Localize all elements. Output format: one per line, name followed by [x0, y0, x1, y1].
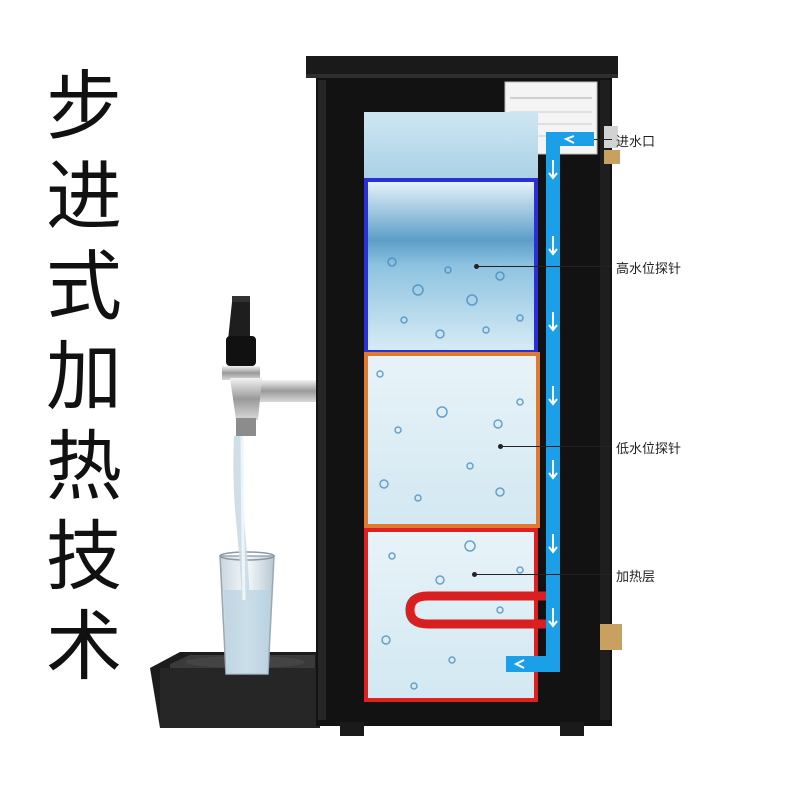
low-probe-label: 低水位探针 — [616, 442, 682, 457]
heating-layer-box — [364, 528, 538, 702]
title-char: 式 — [46, 242, 122, 331]
water-stream — [233, 435, 250, 601]
water-inlet-label: 进水口 — [616, 135, 656, 150]
title-char: 热 — [46, 422, 122, 511]
heating-layer-point — [472, 572, 477, 577]
high-probe-point — [474, 264, 479, 269]
high-probe-leader-line — [478, 266, 612, 267]
low-water-level-box — [364, 352, 540, 528]
low-probe-point — [498, 444, 503, 449]
high-probe-label: 高水位探针 — [616, 262, 682, 277]
water-flow-arrow — [506, 132, 594, 672]
title-char: 术 — [46, 602, 122, 691]
faucet — [222, 296, 338, 436]
title-char: 进 — [46, 152, 122, 241]
heating-layer-leader-line — [476, 574, 612, 575]
inlet-leader-line — [594, 139, 612, 140]
title-char: 加 — [46, 332, 122, 421]
low-probe-leader-line — [502, 446, 612, 447]
bubbles — [376, 257, 524, 690]
title-char: 步 — [46, 62, 122, 151]
heating-layer-label: 加热层 — [616, 570, 656, 585]
glass-of-water — [219, 551, 275, 675]
heating-element — [405, 591, 553, 629]
drip-tray — [150, 652, 320, 728]
vertical-title: 步 进 式 加 热 技 术 — [38, 62, 130, 692]
title-char: 技 — [46, 512, 122, 601]
tank-interior — [364, 112, 538, 700]
